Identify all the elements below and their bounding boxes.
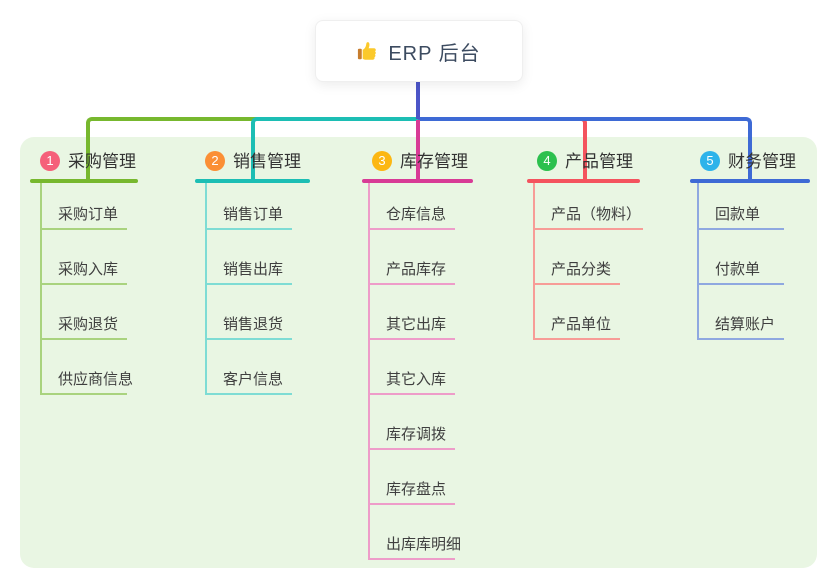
child-node-label[interactable]: 客户信息 [223, 371, 284, 388]
child-node-underline [697, 283, 784, 285]
branch4-title-underline [527, 179, 640, 183]
child-node-label[interactable]: 库存调拨 [386, 426, 447, 443]
child-node-underline [205, 283, 292, 285]
child-node-label[interactable]: 销售出库 [223, 261, 284, 278]
child-node-label[interactable]: 销售订单 [223, 206, 284, 223]
child-node-label[interactable]: 仓库信息 [386, 206, 447, 223]
branch1-spine [40, 183, 42, 395]
thumbs-up-icon [357, 40, 379, 62]
branch4-spine [533, 183, 535, 340]
root-node-label: ERP 后台 [388, 42, 481, 65]
child-node-label[interactable]: 付款单 [715, 261, 761, 278]
child-node-label[interactable]: 产品（物料） [551, 206, 642, 223]
branch5-number-badge: 5 [700, 151, 720, 171]
child-node-label[interactable]: 供应商信息 [58, 371, 134, 388]
branches-panel [20, 137, 817, 568]
child-node-underline [697, 338, 784, 340]
child-node-label[interactable]: 采购退货 [58, 316, 119, 333]
child-node-underline [533, 228, 643, 230]
connector-branch5 [418, 117, 752, 181]
child-node-underline [368, 283, 455, 285]
branch3-title-underline [362, 179, 473, 183]
root-node[interactable]: ERP 后台 [315, 20, 523, 82]
child-node-label[interactable]: 产品分类 [551, 261, 612, 278]
branch1-title[interactable]: 采购管理 [68, 152, 136, 171]
branch5-title-underline [690, 179, 810, 183]
child-node-label[interactable]: 结算账户 [715, 316, 776, 333]
child-node-underline [533, 338, 620, 340]
child-node-label[interactable]: 回款单 [715, 206, 761, 223]
child-node-label[interactable]: 采购订单 [58, 206, 119, 223]
connector-branch3 [416, 120, 420, 181]
child-node-underline [368, 448, 455, 450]
child-node-underline [368, 558, 455, 560]
child-node-underline [697, 228, 784, 230]
child-node-label[interactable]: 其它出库 [386, 316, 447, 333]
child-node-underline [533, 283, 620, 285]
child-node-underline [368, 503, 455, 505]
connector-branch2 [251, 117, 418, 181]
branch3-number-badge: 3 [372, 151, 392, 171]
child-node-underline [40, 338, 127, 340]
child-node-label[interactable]: 产品单位 [551, 316, 612, 333]
branch2-number-badge: 2 [205, 151, 225, 171]
branch3-spine [368, 183, 370, 560]
child-node-label[interactable]: 库存盘点 [386, 481, 447, 498]
root-trunk-connector [416, 82, 420, 119]
branch2-title[interactable]: 销售管理 [233, 152, 301, 171]
branch5-title[interactable]: 财务管理 [728, 152, 796, 171]
branch5-spine [697, 183, 699, 340]
child-node-underline [368, 338, 455, 340]
child-node-label[interactable]: 销售退货 [223, 316, 284, 333]
branch4-title[interactable]: 产品管理 [565, 152, 633, 171]
child-node-underline [205, 393, 292, 395]
branch1-number-badge: 1 [40, 151, 60, 171]
child-node-underline [40, 283, 127, 285]
branch3-title[interactable]: 库存管理 [400, 152, 468, 171]
child-node-label[interactable]: 出库库明细 [386, 536, 462, 553]
child-node-underline [205, 228, 292, 230]
child-node-underline [40, 393, 127, 395]
branch2-title-underline [195, 179, 310, 183]
branch1-title-underline [30, 179, 138, 183]
child-node-label[interactable]: 采购入库 [58, 261, 119, 278]
child-node-underline [40, 228, 127, 230]
branch4-number-badge: 4 [537, 151, 557, 171]
child-node-label[interactable]: 其它入库 [386, 371, 447, 388]
child-node-underline [368, 228, 455, 230]
child-node-label[interactable]: 产品库存 [386, 261, 447, 278]
child-node-underline [368, 393, 455, 395]
child-node-underline [205, 338, 292, 340]
branch2-spine [205, 183, 207, 395]
